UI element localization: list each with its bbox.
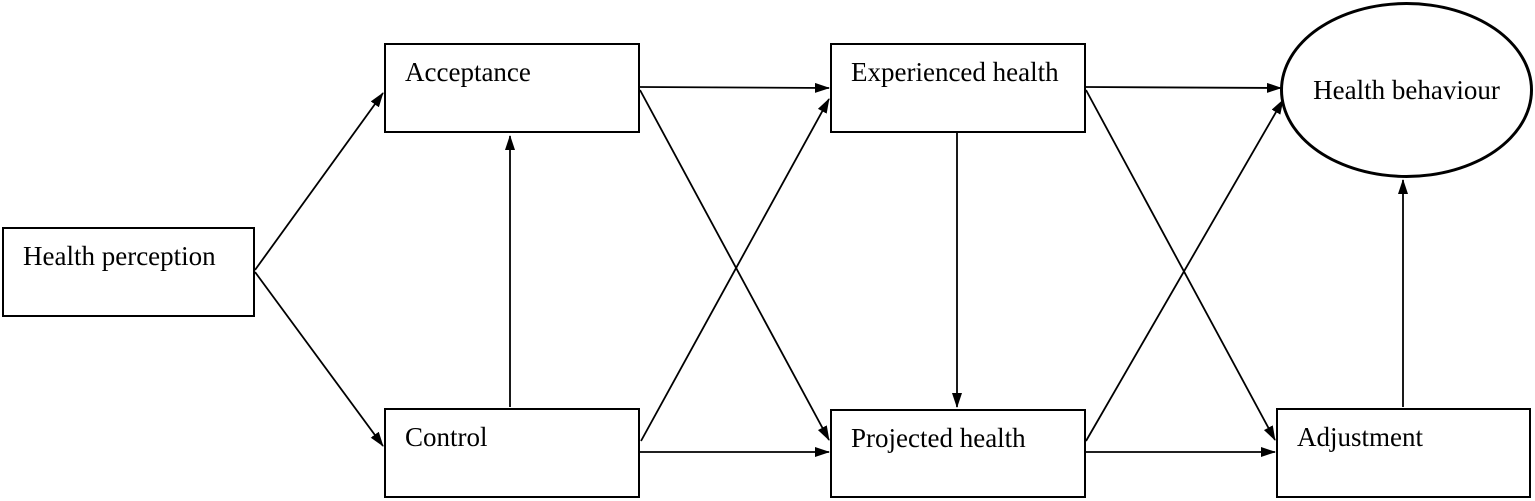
edge-control-to-experienced-health (640, 98, 830, 442)
edge-acceptance-to-experienced-health (639, 82, 830, 93)
node-experienced-health: Experienced health (830, 43, 1086, 133)
node-acceptance: Acceptance (384, 43, 640, 133)
node-adjustment-label: Adjustment (1297, 422, 1423, 452)
node-projected-health: Projected health (830, 409, 1086, 498)
node-adjustment: Adjustment (1276, 408, 1531, 498)
edge-experienced-health-to-adjustment (1085, 89, 1276, 441)
edge-projected-health-to-health-behaviour (1085, 99, 1284, 442)
node-acceptance-label: Acceptance (405, 57, 531, 87)
node-health-behaviour: Health behaviour (1280, 2, 1533, 178)
edge-acceptance-to-projected-health (639, 89, 830, 441)
node-control-label: Control (405, 422, 488, 452)
node-projected-health-label: Projected health (851, 423, 1026, 453)
node-health-perception-label: Health perception (23, 241, 216, 271)
node-experienced-health-label: Experienced health (851, 57, 1059, 87)
edge-health-perception-to-acceptance (254, 92, 384, 271)
edge-health-perception-to-control (254, 271, 384, 447)
node-health-behaviour-label: Health behaviour (1313, 74, 1500, 105)
node-health-perception: Health perception (2, 227, 255, 317)
node-control: Control (384, 408, 640, 498)
edge-experienced-health-to-health-behaviour (1085, 82, 1282, 93)
